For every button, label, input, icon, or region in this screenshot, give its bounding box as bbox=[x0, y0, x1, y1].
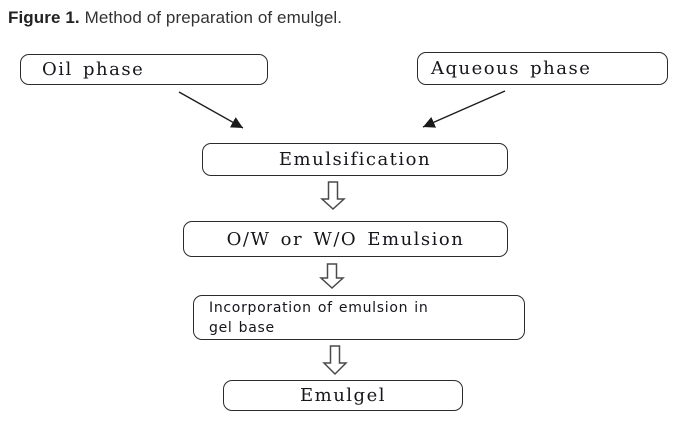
flowchart-node-aqueous-phase: Aqueous phase bbox=[417, 52, 668, 85]
arrow-aqueous-to-emulsification bbox=[422, 90, 506, 128]
hollow-arrow-emulsification-to-emulsion bbox=[320, 181, 346, 211]
flowchart-node-incorporation: Incorporation of emulsion in gel base bbox=[193, 295, 525, 340]
flowchart-node-emulsification: Emulsification bbox=[202, 143, 508, 176]
arrow-oil-to-emulsification bbox=[178, 91, 244, 129]
flowchart-node-ow-wo-emulsion: O/W or W/O Emulsion bbox=[183, 221, 508, 257]
figure-caption-text: Method of preparation of emulgel. bbox=[79, 8, 343, 27]
figure-caption-label: Figure 1. bbox=[8, 8, 80, 27]
flowchart-node-oil-phase: Oil phase bbox=[20, 54, 268, 85]
flowchart-node-emulgel: Emulgel bbox=[223, 380, 463, 411]
hollow-arrow-emulsion-to-incorporation bbox=[319, 263, 345, 290]
hollow-arrow-incorporation-to-emulgel bbox=[322, 345, 348, 376]
figure-caption: Figure 1. Method of preparation of emulg… bbox=[8, 7, 342, 29]
